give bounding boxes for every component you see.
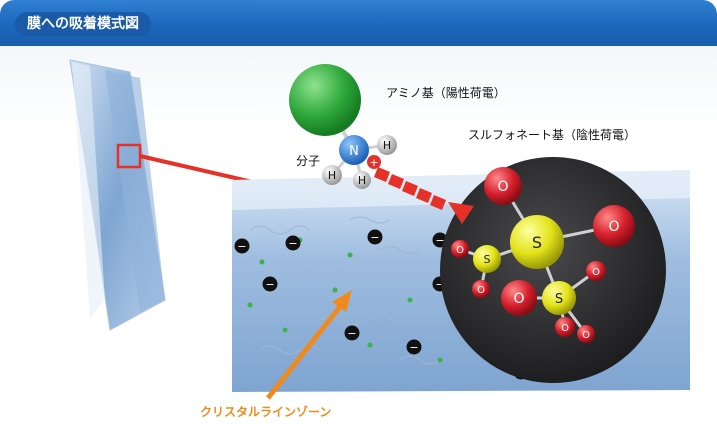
negative-charge: − xyxy=(407,340,422,355)
sulfonate-group-label: スルフォネート基（陰性荷電） xyxy=(468,126,636,143)
svg-text:O: O xyxy=(456,245,464,256)
amino-group-label: アミノ基（陽性荷電） xyxy=(386,84,506,101)
svg-text:O: O xyxy=(561,323,569,334)
oxygen-atom: O xyxy=(577,325,595,343)
crystal-zone-label: クリスタルラインゾーン xyxy=(200,403,331,420)
svg-text:H: H xyxy=(358,174,366,187)
oxygen-atom: O xyxy=(501,280,537,316)
svg-text:O: O xyxy=(513,291,524,307)
sulfur-atom: S xyxy=(510,215,564,269)
svg-text:S: S xyxy=(532,233,542,252)
svg-text:S: S xyxy=(484,253,491,266)
oxygen-atom: O xyxy=(451,240,469,258)
svg-text:+: + xyxy=(369,156,378,169)
sulfur-atom: S xyxy=(473,245,501,273)
oxygen-atom: O xyxy=(472,280,490,298)
svg-text:H: H xyxy=(328,169,336,182)
sulfur-atom: S xyxy=(542,281,576,315)
oxygen-atom: O xyxy=(586,261,606,281)
zoom-sphere xyxy=(440,157,666,383)
nitrogen-atom: N xyxy=(339,135,369,165)
negative-charge: − xyxy=(345,326,360,341)
hydrogen-atom: H xyxy=(377,135,397,155)
hydrogen-atom: H xyxy=(322,165,342,185)
svg-text:−: − xyxy=(347,327,356,340)
svg-text:O: O xyxy=(582,330,590,341)
svg-text:O: O xyxy=(592,267,600,278)
oxygen-atom: O xyxy=(593,205,635,247)
svg-text:O: O xyxy=(477,285,485,296)
svg-text:O: O xyxy=(497,179,508,195)
svg-text:−: − xyxy=(370,231,379,244)
negative-charge: − xyxy=(263,277,278,292)
hydrogen-atom: H xyxy=(353,171,371,189)
svg-text:O: O xyxy=(608,219,619,235)
svg-text:H: H xyxy=(383,139,391,152)
amino-carbon-sphere xyxy=(289,64,361,136)
svg-text:S: S xyxy=(555,292,563,307)
svg-text:−: − xyxy=(288,237,297,250)
negative-charge: − xyxy=(235,239,250,254)
oxygen-atom: O xyxy=(484,167,522,205)
svg-text:−: − xyxy=(409,341,418,354)
svg-text:−: − xyxy=(265,278,274,291)
svg-text:−: − xyxy=(237,240,246,253)
negative-charge: − xyxy=(368,230,383,245)
positive-charge: + xyxy=(367,155,381,169)
membrane-fragment xyxy=(70,60,165,330)
molecule-label: 分子 xyxy=(296,152,320,169)
negative-charge: − xyxy=(286,236,301,251)
oxygen-atom: O xyxy=(555,317,575,337)
svg-text:N: N xyxy=(349,144,359,159)
